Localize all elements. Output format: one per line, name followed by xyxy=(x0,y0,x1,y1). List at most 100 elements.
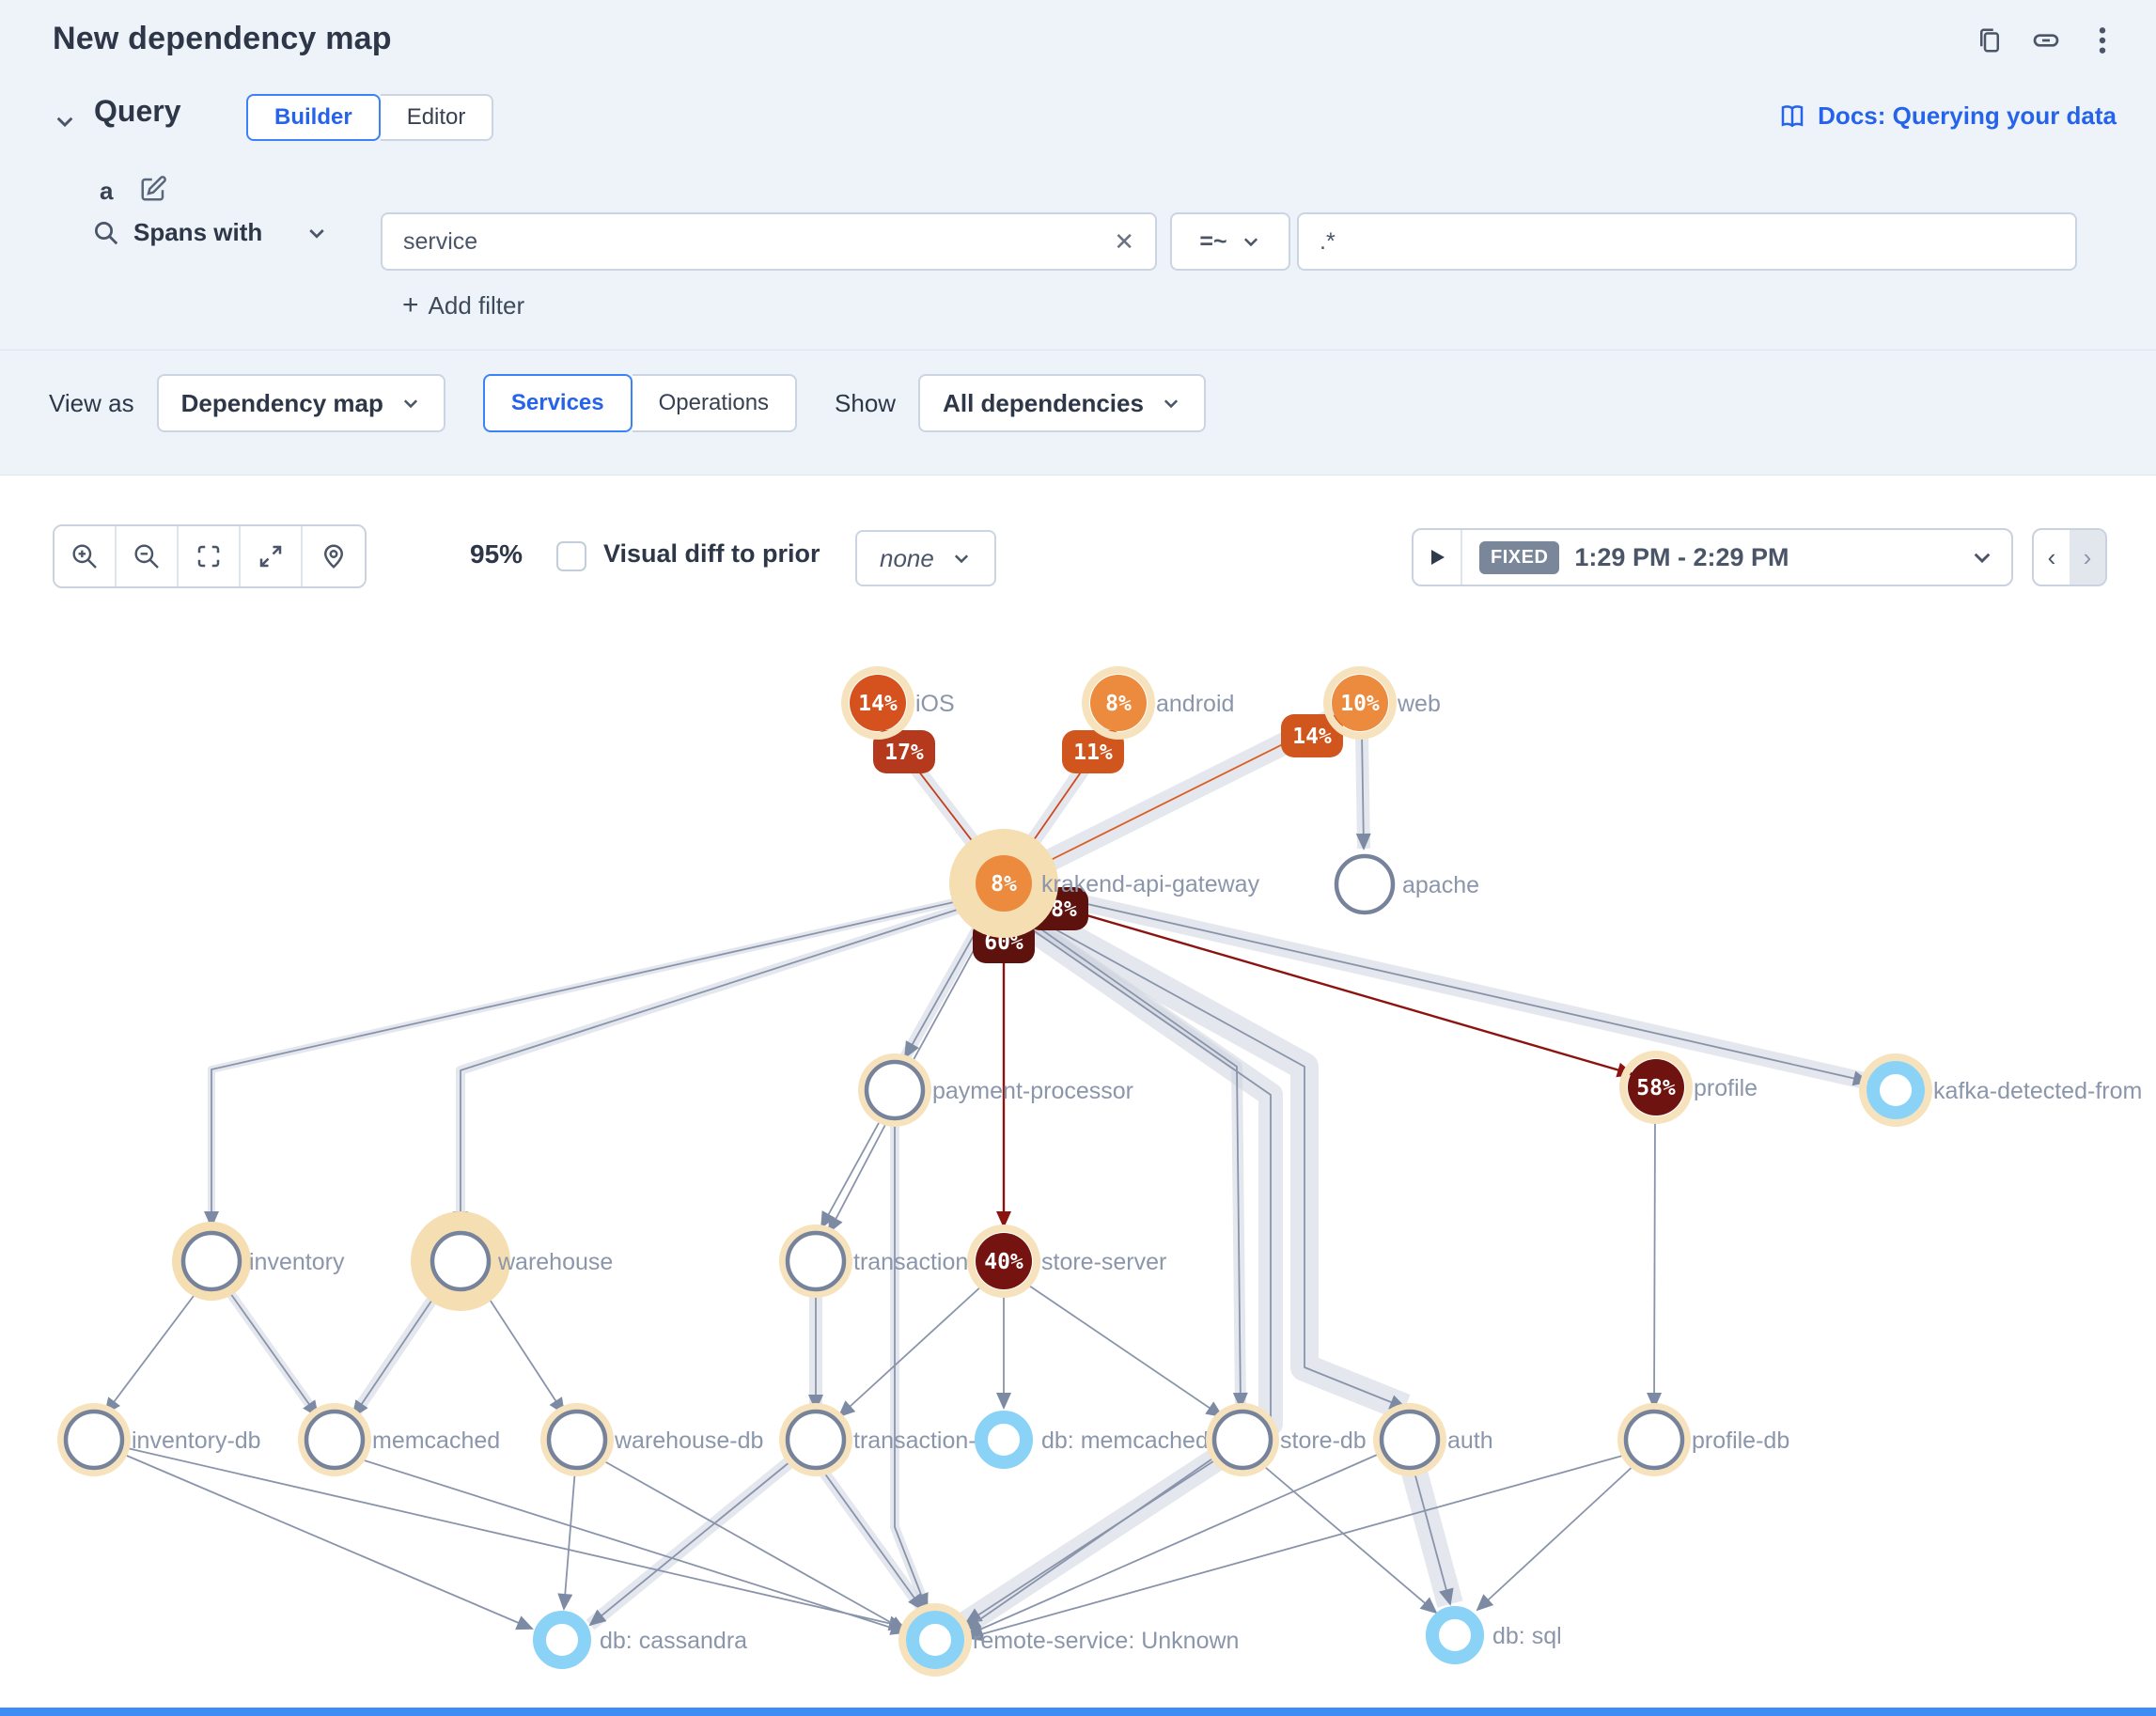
service-node-db-cassandra[interactable] xyxy=(533,1611,591,1669)
filter-row: Spans with xyxy=(92,218,328,247)
node-label-kafka: kafka-detected-from xyxy=(1933,1078,2142,1104)
service-node-warehouse[interactable] xyxy=(430,1230,492,1292)
service-node-transaction[interactable] xyxy=(785,1230,847,1292)
node-halo xyxy=(1617,1403,1691,1476)
edge-store-db-remote[interactable] xyxy=(963,1454,1219,1631)
clear-field-icon[interactable]: ✕ xyxy=(1114,226,1134,256)
edge-web-apache[interactable] xyxy=(1355,731,1371,850)
add-filter-button[interactable]: + Add filter xyxy=(402,289,524,321)
locate-button[interactable] xyxy=(303,526,365,586)
edge-inventory-memcached[interactable] xyxy=(225,1286,320,1418)
service-node-store-db[interactable] xyxy=(1211,1409,1273,1471)
edge-krakend-warehouse[interactable] xyxy=(453,902,978,1228)
play-button[interactable] xyxy=(1414,530,1462,585)
span-type-selector[interactable]: Spans with xyxy=(92,218,328,247)
service-node-inventory[interactable] xyxy=(180,1230,242,1292)
edge-memcached-remote[interactable] xyxy=(354,1457,908,1635)
service-node-profile-db[interactable] xyxy=(1623,1409,1685,1471)
edge-krakend-auth[interactable] xyxy=(1027,913,1407,1410)
edge-store-server-transaction-db[interactable] xyxy=(837,1284,984,1418)
span-type-label: Spans with xyxy=(133,218,263,246)
tab-operations[interactable]: Operations xyxy=(632,374,798,432)
edge-warehouse-db-remote[interactable] xyxy=(597,1457,907,1631)
service-node-web[interactable] xyxy=(1332,675,1388,731)
service-node-transaction-db[interactable] xyxy=(785,1409,847,1471)
node-value: 8% xyxy=(991,872,1017,897)
service-node-remote[interactable] xyxy=(906,1611,964,1669)
edge-profile-profile-db[interactable] xyxy=(1647,1116,1663,1410)
edge-krakend-kafka[interactable] xyxy=(1033,891,1870,1086)
show-dependencies-select[interactable]: All dependencies xyxy=(918,374,1206,432)
edge-profile-db-remote[interactable] xyxy=(966,1454,1627,1642)
service-node-profile[interactable] xyxy=(1628,1059,1684,1115)
edge-profile-db-db-sql[interactable] xyxy=(1476,1462,1637,1612)
node-label-warehouse: warehouse xyxy=(497,1249,613,1275)
view-as-select[interactable]: Dependency map xyxy=(156,374,445,432)
service-node-kafka[interactable] xyxy=(1867,1061,1925,1119)
edge-store-db-db-sql[interactable] xyxy=(1258,1461,1438,1615)
filter-value-input[interactable]: .* xyxy=(1297,212,2077,271)
filter-field-input[interactable]: service ✕ xyxy=(381,212,1157,271)
query-section-title: Query xyxy=(94,94,181,128)
service-node-db-memcached[interactable] xyxy=(975,1411,1033,1469)
service-node-db-sql[interactable] xyxy=(1426,1606,1484,1664)
edge-inventory-inventory-db[interactable] xyxy=(103,1287,200,1415)
visual-diff-checkbox[interactable] xyxy=(556,541,586,571)
node-halo xyxy=(779,1403,852,1476)
service-node-apache[interactable] xyxy=(1334,853,1396,915)
edge-krakend-profile[interactable] xyxy=(1031,897,1634,1078)
edge-auth-db-sql[interactable] xyxy=(1413,1468,1454,1606)
chevron-down-icon[interactable] xyxy=(1970,545,1994,569)
expand-button[interactable] xyxy=(241,526,303,586)
builder-tab[interactable]: Builder xyxy=(246,94,381,141)
node-halo xyxy=(1082,666,1155,740)
service-node-inventory-db[interactable] xyxy=(63,1409,125,1471)
edge-inventory-db-db-cassandra[interactable] xyxy=(119,1452,534,1630)
service-node-auth[interactable] xyxy=(1379,1409,1441,1471)
zoom-out-button[interactable] xyxy=(117,526,179,586)
edge-warehouse-memcached[interactable] xyxy=(352,1287,441,1418)
fit-view-button[interactable] xyxy=(179,526,241,586)
copy-icon[interactable] xyxy=(1974,24,2006,56)
tab-services[interactable]: Services xyxy=(482,374,633,432)
show-label: Show xyxy=(835,388,897,417)
time-prev-button[interactable]: ‹ xyxy=(2047,542,2056,571)
edit-query-icon[interactable] xyxy=(137,173,169,205)
edge-transaction-db-remote[interactable] xyxy=(820,1468,925,1612)
zoom-in-button[interactable] xyxy=(55,526,117,586)
service-node-warehouse-db[interactable] xyxy=(546,1409,608,1471)
service-node-ios[interactable] xyxy=(850,675,906,731)
node-halo xyxy=(57,1403,131,1476)
service-node-memcached[interactable] xyxy=(304,1409,366,1471)
edge-store-server-store-db[interactable] xyxy=(1025,1283,1224,1418)
editor-tab[interactable]: Editor xyxy=(380,94,494,141)
node-halo xyxy=(858,1053,931,1127)
service-node-krakend[interactable] xyxy=(976,855,1032,912)
edge-krakend-inventory[interactable] xyxy=(204,897,976,1228)
operator-select[interactable]: =~ xyxy=(1170,212,1290,271)
kebab-menu-icon[interactable] xyxy=(2086,24,2118,56)
node-label-transaction: transaction xyxy=(853,1249,968,1275)
docs-link[interactable]: Docs: Querying your data xyxy=(1778,101,2117,131)
query-collapse-chevron-icon[interactable] xyxy=(49,105,81,137)
share-link-icon[interactable] xyxy=(2030,24,2062,56)
edge-band-payment-remote[interactable] xyxy=(890,1120,931,1611)
edge-payment-transaction[interactable] xyxy=(828,1118,889,1234)
edge-transaction-db-db-cassandra[interactable] xyxy=(588,1457,796,1627)
edge-inventory-db-remote[interactable] xyxy=(122,1446,906,1631)
node-label-memcached: memcached xyxy=(372,1427,500,1454)
edge-warehouse-db-db-cassandra[interactable] xyxy=(557,1468,576,1611)
edge-payment-remote[interactable] xyxy=(894,1120,929,1611)
page-title: New dependency map xyxy=(53,21,392,56)
edge-band-krakend-inventory[interactable] xyxy=(208,894,976,1226)
diff-target-select[interactable]: none xyxy=(855,530,996,586)
time-next-button[interactable]: › xyxy=(2070,530,2105,585)
edge-auth-remote[interactable] xyxy=(965,1451,1384,1636)
edge-krakend-store-db[interactable] xyxy=(1022,915,1248,1410)
service-node-payment[interactable] xyxy=(864,1059,926,1121)
edge-band-krakend-auth[interactable] xyxy=(1021,901,1411,1421)
service-node-store-server[interactable] xyxy=(976,1233,1032,1289)
service-node-android[interactable] xyxy=(1090,675,1147,731)
edge-warehouse-warehouse-db[interactable] xyxy=(480,1286,566,1415)
